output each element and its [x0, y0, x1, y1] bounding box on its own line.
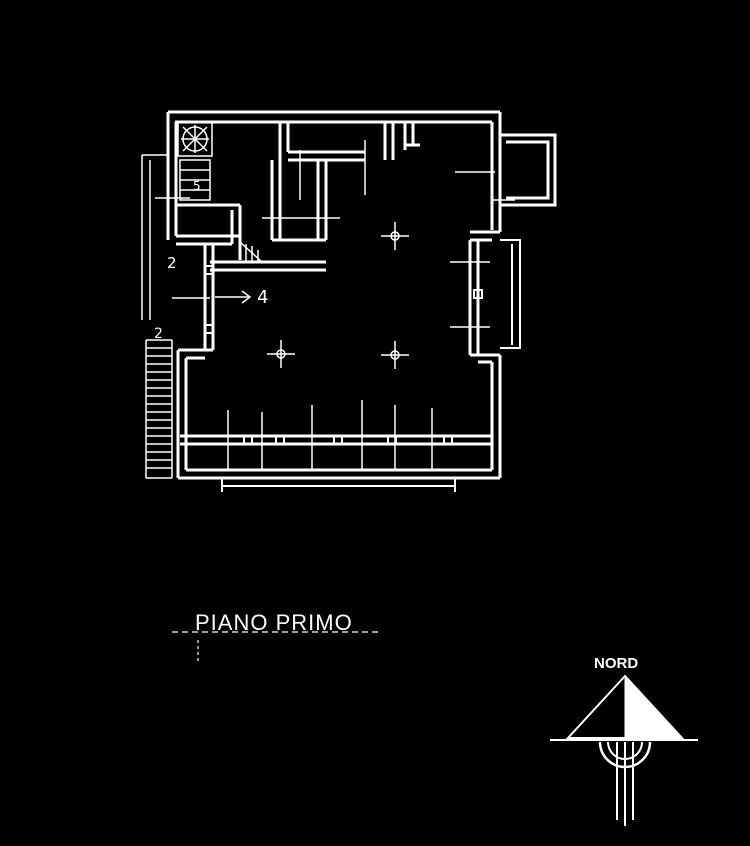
interior-walls	[176, 122, 500, 364]
arrow-to-4	[215, 290, 252, 304]
east-balcony	[500, 133, 557, 207]
west-staircase	[141, 154, 173, 479]
spiral-stair	[177, 121, 213, 201]
north-label: NORD	[594, 655, 638, 672]
south-balcony	[221, 478, 456, 492]
east-window-bay	[500, 239, 521, 349]
light-marker-3	[381, 341, 409, 369]
structural-lines	[155, 140, 515, 470]
title-block: PIANO PRIMO	[172, 610, 380, 662]
label-small-room: 5	[193, 179, 201, 193]
outer-walls	[166, 110, 502, 480]
north-arrow-icon: NORD	[550, 655, 698, 826]
label-stair-upper: 2	[167, 254, 177, 272]
page-title: PIANO PRIMO	[195, 610, 353, 635]
beam-markers	[204, 265, 483, 445]
light-marker-1	[381, 222, 409, 250]
label-stair-lower: 2	[154, 326, 163, 342]
light-marker-2	[267, 340, 295, 368]
small-stair	[239, 241, 263, 263]
label-arrow-target: 4	[257, 287, 268, 308]
